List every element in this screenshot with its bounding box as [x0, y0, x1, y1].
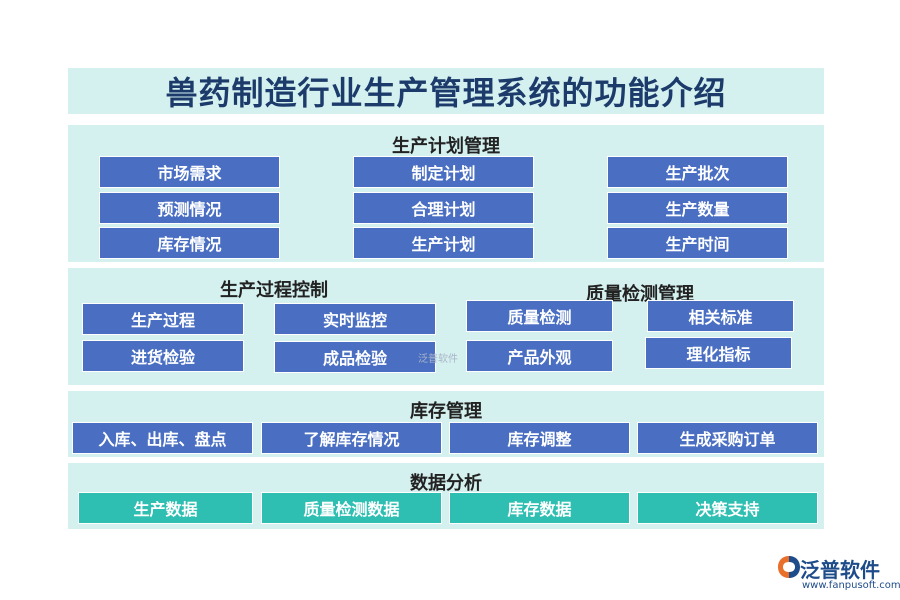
- inventory-item: 入库、出库、盘点: [72, 422, 253, 454]
- analysis-item: 生产数据: [78, 492, 253, 524]
- quality-title: 质量检测管理: [586, 284, 694, 305]
- process-item: 进货检验: [82, 340, 244, 372]
- analysis-item: 质量检测数据: [261, 492, 442, 524]
- quality-item: 质量检测: [466, 300, 613, 332]
- process-item: 成品检验: [274, 341, 436, 373]
- process-item: 生产过程: [82, 303, 244, 335]
- page-title: 兽药制造行业生产管理系统的功能介绍: [165, 74, 727, 112]
- watermark: 泛普软件: [418, 354, 458, 365]
- plan-item: 生产计划: [353, 227, 534, 259]
- inventory-item: 生成采购订单: [637, 422, 818, 454]
- fanpu-logo-icon: [778, 556, 800, 578]
- plan-item: 市场需求: [99, 156, 280, 188]
- analysis-title: 数据分析: [410, 473, 482, 494]
- inventory-title: 库存管理: [410, 401, 482, 422]
- plan-item: 合理计划: [353, 192, 534, 224]
- logo-url: www.fanpusoft.com: [802, 580, 900, 591]
- logo-name: 泛普软件: [800, 558, 880, 582]
- process-title: 生产过程控制: [220, 280, 328, 301]
- plan-title: 生产计划管理: [392, 136, 500, 157]
- plan-item: 制定计划: [353, 156, 534, 188]
- quality-item: 相关标准: [647, 300, 794, 332]
- inventory-item: 了解库存情况: [261, 422, 442, 454]
- inventory-item: 库存调整: [449, 422, 630, 454]
- plan-item: 生产批次: [607, 156, 788, 188]
- analysis-item: 库存数据: [449, 492, 630, 524]
- plan-item: 生产时间: [607, 227, 788, 259]
- quality-item: 产品外观: [466, 340, 613, 372]
- plan-item: 预测情况: [99, 192, 280, 224]
- process-item: 实时监控: [274, 303, 436, 335]
- quality-item: 理化指标: [645, 337, 792, 369]
- plan-item: 库存情况: [99, 227, 280, 259]
- analysis-item: 决策支持: [637, 492, 818, 524]
- fanpu-logo: 泛普软件 www.fanpusoft.com: [776, 554, 900, 596]
- plan-item: 生产数量: [607, 192, 788, 224]
- title-bar: 兽药制造行业生产管理系统的功能介绍: [68, 68, 824, 114]
